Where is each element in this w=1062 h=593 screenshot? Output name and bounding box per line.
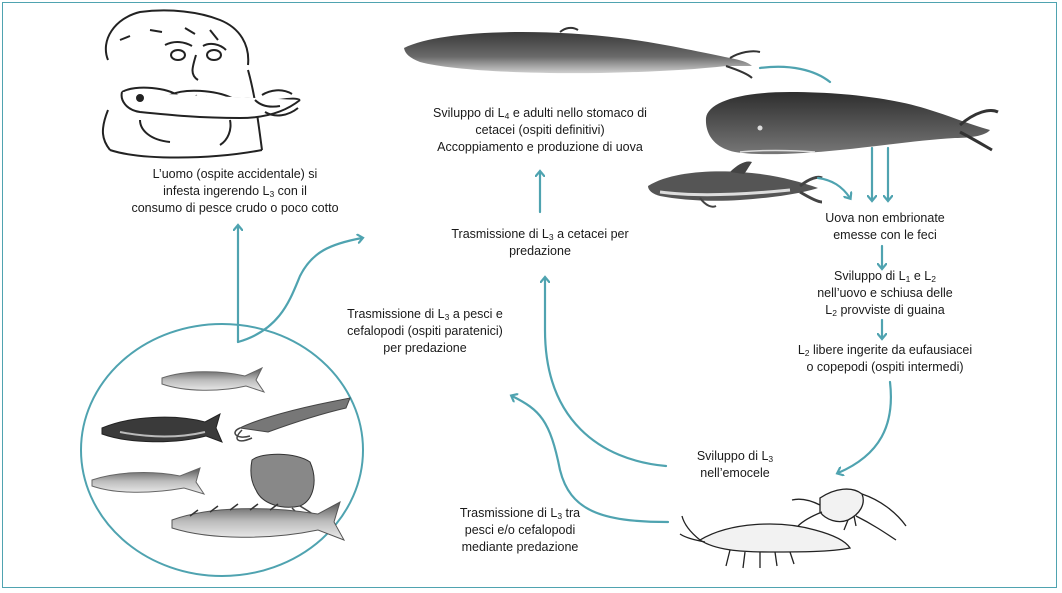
paratenic-hosts-oval — [81, 324, 363, 576]
label-transmission-paratenic: Trasmissione di L3 a pesci e cefalopodi … — [315, 306, 535, 357]
baleen-whale-illustration — [404, 28, 760, 78]
label-hemocoel-development: Sviluppo di L3 nell’emocele — [670, 448, 800, 482]
krill-and-copepod-illustration — [680, 489, 906, 568]
arrow-whale-to-sperm — [760, 67, 830, 82]
label-eggs: Uova non embrionate emesse con le feci — [800, 210, 970, 244]
label-human-host: L’uomo (ospite accidentale) si infesta i… — [100, 166, 370, 217]
label-free-l2: L2 libere ingerite da eufausiacei o cope… — [775, 342, 995, 376]
human-eating-fish-illustration — [103, 10, 300, 157]
dolphin-illustration — [648, 161, 822, 206]
label-transmission-cetacei: Trasmissione di L3 a cetacei per predazi… — [420, 226, 660, 260]
fish-and-cephalopods-illustration — [92, 368, 350, 540]
label-cetacei-stomach: Sviluppo di L4 e adulti nello stomaco di… — [395, 105, 685, 156]
label-transmission-between-fish: Trasmissione di L3 tra pesci e/o cefalop… — [420, 505, 620, 556]
arrow-to-crustaceans — [838, 382, 891, 473]
arrow-crustaceans-to-cetacei — [545, 278, 666, 466]
label-l1-l2-development: Sviluppo di L1 e L2 nell’uovo e schiusa … — [790, 268, 980, 319]
arrow-crustaceans-to-fish — [512, 396, 668, 522]
arrow-dolphin-to-eggs — [818, 178, 850, 198]
sperm-whale-illustration — [706, 92, 998, 154]
